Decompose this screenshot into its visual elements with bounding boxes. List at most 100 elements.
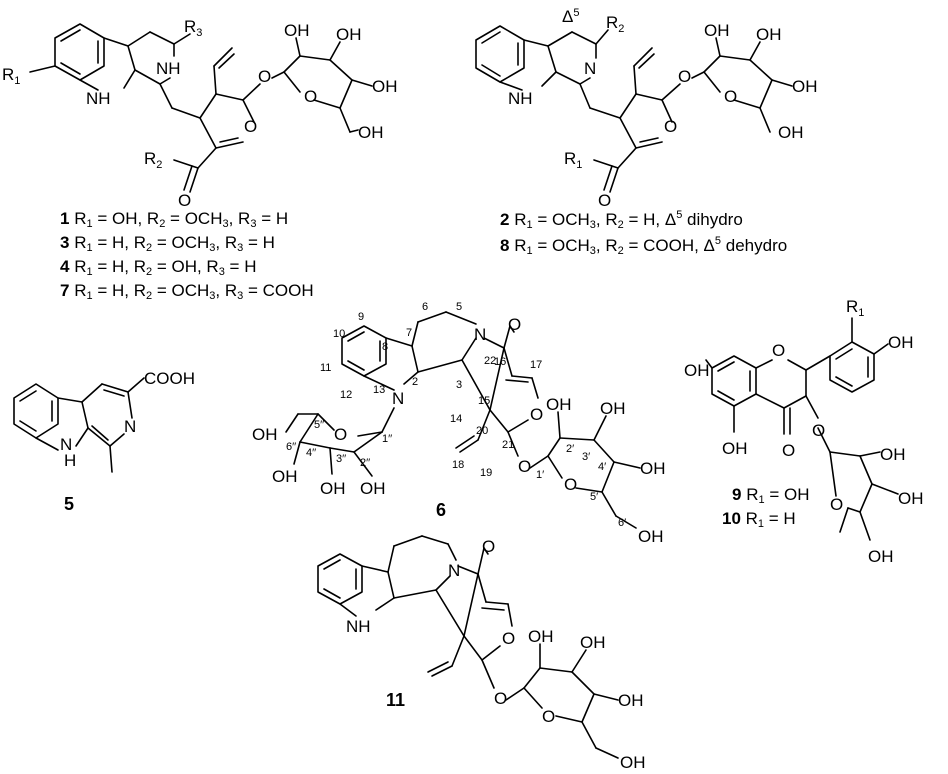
svg-text:16: 16	[494, 356, 506, 368]
oh-label: OH	[868, 547, 894, 566]
svg-text:17: 17	[530, 359, 542, 371]
o-label: O	[482, 537, 495, 556]
oh-label: OH	[704, 21, 730, 40]
svg-text:1′: 1′	[536, 469, 544, 481]
oh-label: OH	[600, 399, 626, 418]
n-label: N	[392, 389, 404, 408]
compound-label-11: 11	[386, 690, 406, 710]
o-label: O	[244, 117, 257, 136]
compound-label-5: 5	[64, 494, 75, 514]
caption-1: 1 R1 = OH, R2 = OCH3, R3 = H	[60, 209, 289, 230]
caption-9: 9 R1 = OH	[732, 485, 810, 506]
svg-text:22: 22	[484, 355, 496, 367]
svg-text:7: 7	[406, 327, 412, 339]
oh-label: OH	[792, 77, 818, 96]
caption-3: 3 R1 = H, R2 = OCH3, R3 = H	[60, 233, 275, 254]
nh-label: NH	[86, 89, 111, 108]
o-label: O	[678, 67, 691, 86]
delta5-label: Δ5	[562, 7, 579, 26]
structure-1: R1 NH NH R3 O O O OH OH OH OH R2 O	[2, 17, 398, 210]
nh-label: NH	[346, 617, 371, 636]
oh-label: OH	[722, 439, 748, 458]
svg-text:18: 18	[452, 459, 464, 471]
svg-text:10: 10	[333, 328, 345, 340]
caption-7: 7 R1 = H, R2 = OCH3, R3 = COOH	[60, 281, 314, 302]
o-label: O	[812, 421, 825, 440]
structure-9: OH OH O O O O OH R1 OH OH OH	[684, 297, 924, 566]
o-label: O	[178, 191, 191, 210]
svg-text:2′′: 2′′	[360, 457, 370, 469]
svg-text:4′′: 4′′	[306, 447, 316, 459]
o-label: O	[664, 117, 677, 136]
o-label: O	[530, 405, 543, 424]
svg-text:6′′: 6′′	[286, 441, 296, 453]
atom-numbering: 10 9 11 12 13 8 7 6 5 2 3 14 15 16 17 22…	[286, 301, 626, 529]
svg-text:8: 8	[382, 341, 388, 353]
nh-label: NH	[156, 59, 181, 78]
cooh-label: COOH	[144, 369, 195, 388]
svg-text:15: 15	[478, 395, 490, 407]
svg-text:6: 6	[422, 301, 428, 313]
svg-text:11: 11	[320, 362, 331, 374]
oh-label: OH	[684, 361, 710, 380]
oh-label: OH	[778, 123, 804, 142]
oh-label: OH	[880, 445, 906, 464]
r2-label: R2	[606, 13, 624, 35]
oh-label: OH	[320, 479, 346, 498]
caption-8: 8 R1 = OCH3, R2 = COOH, Δ5 dehydro	[500, 235, 788, 257]
o-label: O	[542, 707, 555, 726]
o-label: O	[304, 87, 317, 106]
oh-label: OH	[638, 527, 664, 546]
svg-text:1′′: 1′′	[382, 433, 392, 445]
svg-text:14: 14	[450, 413, 462, 425]
oh-label: OH	[580, 633, 606, 652]
oh-label: OH	[898, 489, 924, 508]
r1-label: R1	[2, 65, 20, 87]
oh-label: OH	[358, 123, 384, 142]
structure-11: NH N O O O O OH OH OH OH	[317, 535, 646, 772]
o-label: O	[830, 495, 843, 514]
caption-4: 4 R1 = H, R2 = OH, R3 = H	[60, 257, 257, 278]
svg-text:19: 19	[480, 467, 492, 479]
oh-label: OH	[272, 467, 298, 486]
n-label: N	[60, 435, 72, 454]
structure-6: N N O O O O O OH OH OH OH OH OH OH OH 10…	[252, 301, 666, 546]
svg-text:5′: 5′	[590, 491, 598, 503]
svg-text:3′: 3′	[582, 451, 590, 463]
o-label: O	[782, 441, 795, 460]
r2-label: R2	[144, 149, 162, 171]
oh-label: OH	[528, 627, 554, 646]
n-label: N	[474, 325, 486, 344]
h-label: H	[64, 451, 76, 470]
svg-text:6′: 6′	[618, 517, 626, 529]
n-label: N	[448, 561, 460, 580]
oh-label: OH	[284, 21, 310, 40]
svg-text:5: 5	[456, 301, 462, 313]
caption-10: 10 R1 = H	[722, 509, 796, 530]
oh-label: OH	[620, 753, 646, 772]
o-label: O	[772, 341, 785, 360]
svg-text:5′′: 5′′	[314, 419, 324, 431]
svg-text:13: 13	[373, 384, 385, 396]
oh-label: OH	[372, 77, 398, 96]
svg-text:9: 9	[358, 311, 364, 323]
n-label: N	[584, 59, 596, 78]
oh-label: OH	[360, 479, 386, 498]
oh-label: OH	[252, 425, 278, 444]
o-label: O	[258, 67, 271, 86]
oh-label: OH	[888, 333, 914, 352]
svg-text:3′′: 3′′	[336, 453, 346, 465]
compound-label-6: 6	[436, 500, 447, 520]
r3-label: R3	[184, 17, 202, 39]
structure-5: COOH N H N	[13, 369, 195, 473]
svg-text:2′: 2′	[566, 443, 574, 455]
oh-label: OH	[546, 395, 572, 414]
o-label: O	[502, 629, 515, 648]
o-label: O	[334, 425, 347, 444]
o-label: O	[518, 457, 531, 476]
o-label: O	[494, 689, 507, 708]
svg-text:21: 21	[502, 439, 514, 451]
o-label: O	[598, 191, 611, 210]
r1-label: R1	[564, 149, 582, 171]
